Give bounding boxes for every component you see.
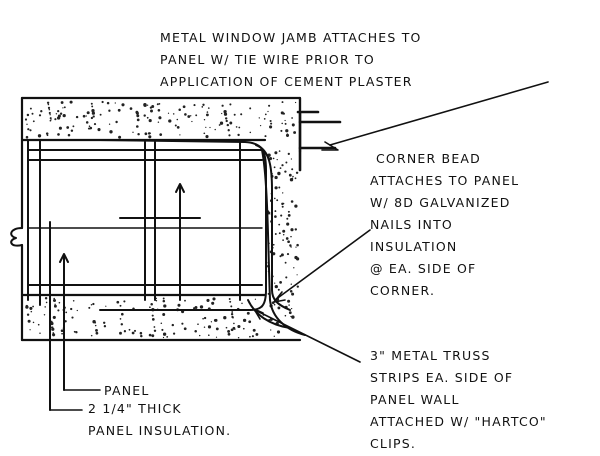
corner-bead-line-4: NAILS INTO xyxy=(370,217,453,232)
corner-bead-line-3: W/ 8d GALVANIZED xyxy=(370,195,511,210)
corner-bead-line-1: CORNER BEAD xyxy=(376,151,481,166)
panel-label: PANEL xyxy=(104,383,150,398)
window-jamb-note: METAL WINDOW JAMB ATTACHES TO PANEL W/ T… xyxy=(160,30,427,89)
window-jamb-line-1: METAL WINDOW JAMB ATTACHES TO xyxy=(160,30,422,45)
corner-bead-line-2: ATTACHES TO PANEL xyxy=(370,173,519,188)
truss-strips-note: 3" METAL TRUSS STRIPS EA. SIDE OF PANEL … xyxy=(370,348,552,451)
insulation-line-2: PANEL INSULATION. xyxy=(88,423,231,438)
leader-lines xyxy=(49,81,549,411)
cement-plaster-top-stipple xyxy=(24,100,297,139)
corner-bead-line-5: INSULATION xyxy=(370,239,457,254)
truss-strips-line-5: CLIPS. xyxy=(370,436,416,451)
metal-window-jamb xyxy=(296,110,342,172)
panel-wire-frame xyxy=(27,139,263,306)
leader-corner-bead xyxy=(274,229,371,301)
leader-truss-strips xyxy=(254,309,361,363)
window-jamb-line-2: PANEL W/ TIE WIRE PRIOR TO xyxy=(160,52,375,67)
cement-plaster-bottom-stipple xyxy=(25,296,295,339)
cement-plaster-return-stipple xyxy=(267,150,300,296)
corner-bead-line-6: @ EA. SIDE OF xyxy=(370,261,476,276)
truss-strips-line-3: PANEL WALL xyxy=(370,392,460,407)
truss-strips-line-4: ATTACHED W/ "HARTCO" xyxy=(370,414,547,429)
corner-bead-line-7: CORNER. xyxy=(370,283,435,298)
insulation-note: 2 1/4" THICK PANEL INSULATION. xyxy=(88,401,231,438)
window-jamb-line-3: APPLICATION OF CEMENT PLASTER xyxy=(160,74,413,89)
interior-marks xyxy=(49,183,201,411)
truss-strips-line-1: 3" METAL TRUSS xyxy=(370,348,491,363)
truss-strips-line-2: STRIPS EA. SIDE OF xyxy=(370,370,513,385)
corner-bead-note: CORNER BEAD ATTACHES TO PANEL W/ 8d GALV… xyxy=(370,151,524,298)
break-line xyxy=(10,227,23,247)
insulation-line-1: 2 1/4" THICK xyxy=(88,401,182,416)
leader-window-jamb xyxy=(329,81,549,146)
